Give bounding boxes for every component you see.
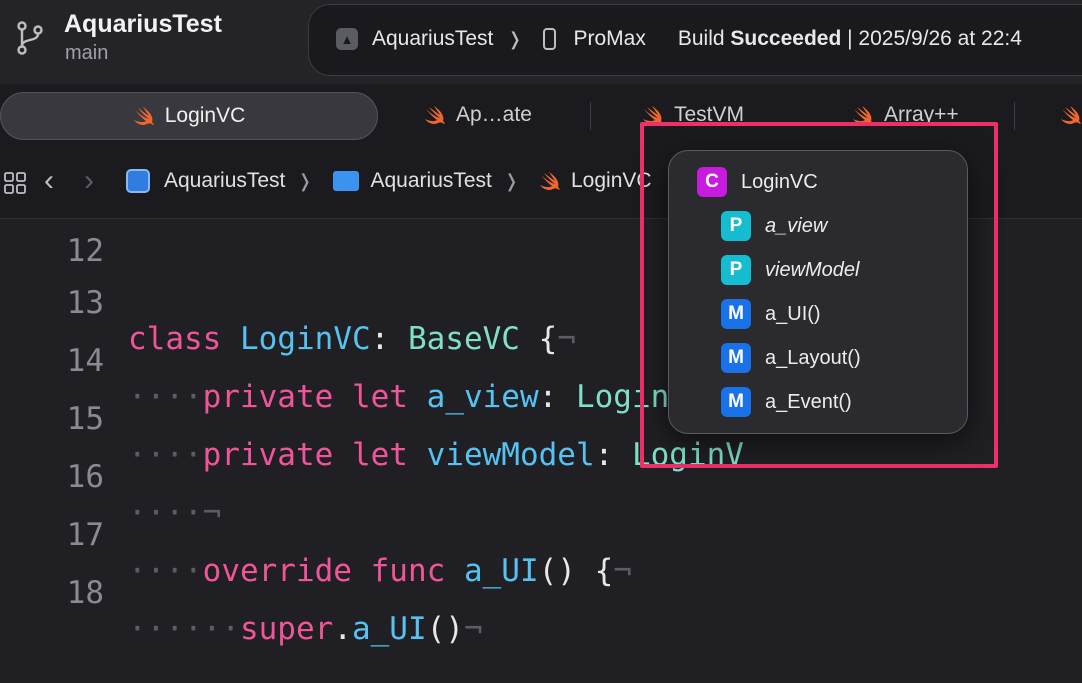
branch-icon <box>17 21 43 55</box>
tab-divider <box>1014 102 1015 130</box>
code-text: ····¬ <box>128 495 222 531</box>
swift-file-icon <box>853 106 873 124</box>
tab-testvm[interactable]: TestVM <box>642 92 744 138</box>
popup-item-property[interactable]: P viewModel <box>721 255 859 285</box>
build-status-prefix: Build <box>677 27 731 50</box>
popup-item-label: a_UI() <box>765 302 821 325</box>
project-name[interactable]: AquariusTest <box>64 10 222 38</box>
class-badge-icon: C <box>697 167 727 197</box>
project-icon <box>126 169 150 193</box>
build-status: Build Succeeded | 2025/9/26 at 22:4 <box>678 27 1022 51</box>
back-arrow-icon[interactable]: ‹ <box>44 164 54 197</box>
tab-overflow[interactable] <box>1060 92 1082 138</box>
breadcrumb-file[interactable]: LoginVC <box>571 169 652 192</box>
line-number: 14 <box>66 343 104 379</box>
popup-item-method[interactable]: M a_Layout() <box>721 343 861 373</box>
method-badge-icon: M <box>721 299 751 329</box>
tab-loginvc[interactable]: LoginVC <box>0 92 378 140</box>
forward-arrow-icon[interactable]: › <box>84 164 94 197</box>
line-number: 16 <box>66 459 104 495</box>
method-badge-icon: M <box>721 387 751 417</box>
swift-file-icon <box>643 106 663 124</box>
build-status-time: | 2025/9/26 at 22:4 <box>841 27 1022 50</box>
property-badge-icon: P <box>721 211 751 241</box>
chevron-right-icon: ❭ <box>507 28 523 49</box>
code-line: 16 ····¬ <box>0 423 222 531</box>
line-number: 12 <box>66 233 104 269</box>
code-line: 12 <box>0 197 104 269</box>
highlight-annotation-box <box>640 122 998 468</box>
code-line: 15 ····private let viewModel: LoginV <box>0 365 744 473</box>
chevron-right-icon: ❭ <box>503 170 519 191</box>
popup-item-label: a_Event() <box>765 390 852 413</box>
method-badge-icon: M <box>721 343 751 373</box>
breadcrumb-project[interactable]: AquariusTest <box>164 169 286 192</box>
popup-item-property[interactable]: P a_view <box>721 211 827 241</box>
folder-icon <box>332 171 359 191</box>
code-line: 13 class LoginVC: BaseVC {¬ <box>0 249 576 357</box>
run-destination-selector[interactable]: ProMax <box>573 27 646 50</box>
scheme-app-icon: ▲ <box>336 28 358 50</box>
tab-label: LoginVC <box>164 104 246 127</box>
breadcrumb-group[interactable]: AquariusTest <box>370 169 492 192</box>
activity-status-bar <box>308 4 1082 76</box>
tab-appdelegate[interactable]: Ap…ate <box>424 92 532 138</box>
code-line: 17 ····override func a_UI() {¬ <box>0 481 632 589</box>
build-status-result: Succeeded <box>730 27 842 50</box>
tab-label: Ap…ate <box>456 103 532 126</box>
popup-item-label: viewModel <box>765 258 860 281</box>
code-line: 18 ······super.a_UI()¬ <box>0 539 483 647</box>
tab-divider <box>590 102 591 130</box>
popup-item-method[interactable]: M a_Event() <box>721 387 852 417</box>
popup-item-label: a_view <box>765 214 828 237</box>
swift-file-icon <box>133 107 154 125</box>
code-text: ····private let viewModel: LoginV <box>128 437 744 473</box>
popup-item-method[interactable]: M a_UI() <box>721 299 821 329</box>
editor-tab-bar: LoginVC Ap…ate TestVM Array++ <box>0 84 1082 146</box>
chevron-right-icon: ❭ <box>297 170 313 191</box>
swift-file-icon <box>540 172 560 190</box>
popup-item-label: a_Layout() <box>765 346 861 369</box>
code-text: ······super.a_UI()¬ <box>128 611 483 647</box>
line-number: 17 <box>66 517 104 553</box>
line-number: 13 <box>66 285 104 321</box>
line-number: 15 <box>66 401 104 437</box>
scheme-selector[interactable]: AquariusTest <box>372 27 494 50</box>
branch-name[interactable]: main <box>65 42 109 64</box>
line-number: 18 <box>66 575 104 611</box>
swift-file-icon <box>425 106 445 124</box>
phone-icon <box>542 28 556 50</box>
grid-menu-icon[interactable] <box>4 172 26 194</box>
tab-array-ext[interactable]: Array++ <box>852 92 959 138</box>
code-text: ····override func a_UI() {¬ <box>128 553 632 589</box>
code-text: class LoginVC: BaseVC {¬ <box>128 321 576 357</box>
swift-file-icon <box>1061 106 1081 124</box>
popup-item-label: LoginVC <box>741 170 818 193</box>
document-items-popup: C LoginVC P a_view P viewModel M a_UI() … <box>668 150 968 434</box>
tab-label: TestVM <box>674 103 745 126</box>
window-titlebar: AquariusTest main ▲ AquariusTest ❭ ProMa… <box>0 0 1082 84</box>
tab-label: Array++ <box>884 103 959 126</box>
property-badge-icon: P <box>721 255 751 285</box>
popup-item-class[interactable]: C LoginVC <box>697 167 818 197</box>
code-line: 14 ····private let a_view: LoginView <box>0 307 744 415</box>
scheme-status-row: ▲ AquariusTest ❭ ProMax Build Succeeded … <box>336 25 1022 53</box>
breadcrumb: AquariusTest ❭ AquariusTest ❭ LoginVC <box>126 169 652 193</box>
